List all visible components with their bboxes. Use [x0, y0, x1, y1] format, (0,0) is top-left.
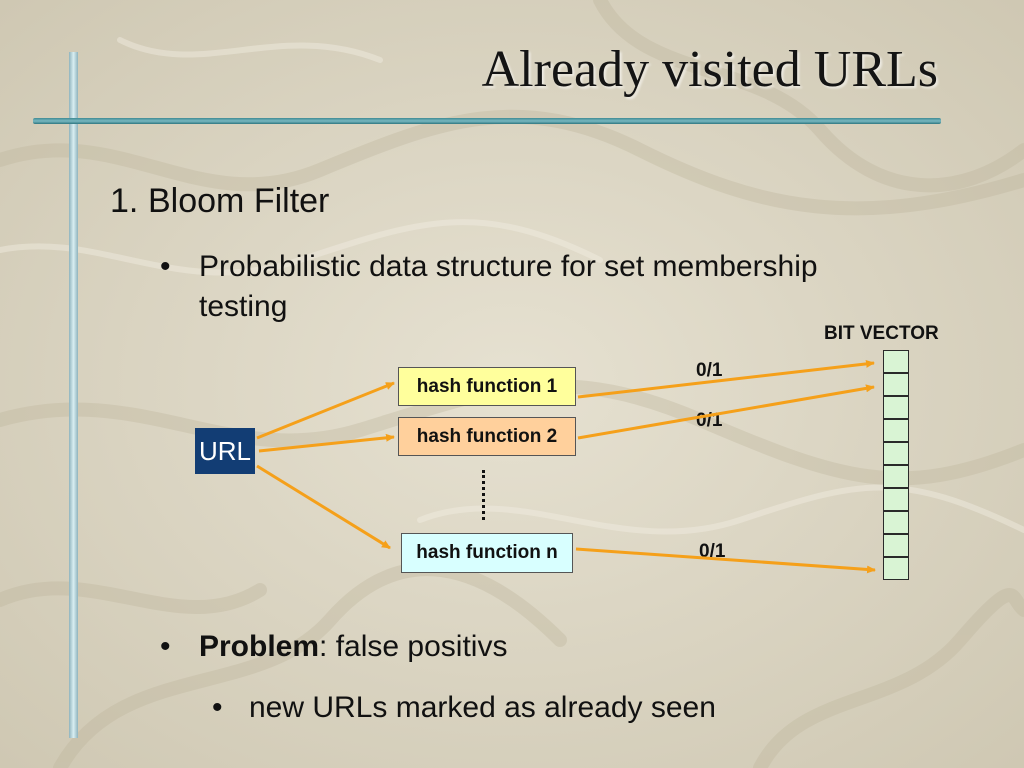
- bit-cell: [883, 511, 909, 534]
- sub-bullet-text: new URLs marked as already seen: [249, 691, 716, 724]
- bit-cell: [883, 534, 909, 557]
- title-underline-rule: [33, 118, 941, 124]
- problem-line: Problem: false positivs: [199, 630, 507, 664]
- arrow-hash1-to-bit: [577, 359, 875, 399]
- bullet1-line2: testing: [199, 290, 288, 323]
- vertical-rule: [69, 52, 78, 738]
- bit-cell: [883, 442, 909, 465]
- bullet-dot: •: [160, 630, 171, 663]
- arrow-hashn-to-bit: [575, 547, 876, 574]
- problem-label: Problem: [199, 630, 320, 663]
- ellipsis-dots: [482, 470, 485, 520]
- bit-value-1: 0/1: [696, 360, 723, 381]
- bit-cell: [883, 350, 909, 373]
- bit-cell: [883, 396, 909, 419]
- bit-cell: [883, 465, 909, 488]
- sub-bullet-dot: •: [212, 691, 223, 724]
- arrow-url-to-hash2: [258, 433, 395, 453]
- hash-function-n-box: hash function n: [401, 533, 573, 573]
- bit-vector-label: BIT VECTOR: [824, 323, 939, 344]
- bullet1-line1: Probabilistic data structure for set mem…: [199, 250, 818, 283]
- url-box: URL: [195, 428, 255, 474]
- bit-cell: [883, 373, 909, 396]
- arrow-url-to-hashn: [256, 464, 391, 550]
- bit-cell: [883, 557, 909, 580]
- heading-text: Bloom Filter: [148, 182, 330, 220]
- bit-cell: [883, 419, 909, 442]
- hash-function-1-box: hash function 1: [398, 367, 576, 406]
- arrow-hash2-to-bit: [577, 384, 875, 440]
- heading-number: 1.: [110, 182, 139, 220]
- bullet-dot: •: [160, 250, 171, 283]
- slide-title: Already visited URLs: [481, 41, 938, 98]
- arrow-url-to-hash1: [256, 381, 395, 440]
- bit-cell: [883, 488, 909, 511]
- problem-rest: : false positivs: [319, 630, 508, 663]
- hash-function-2-box: hash function 2: [398, 417, 576, 456]
